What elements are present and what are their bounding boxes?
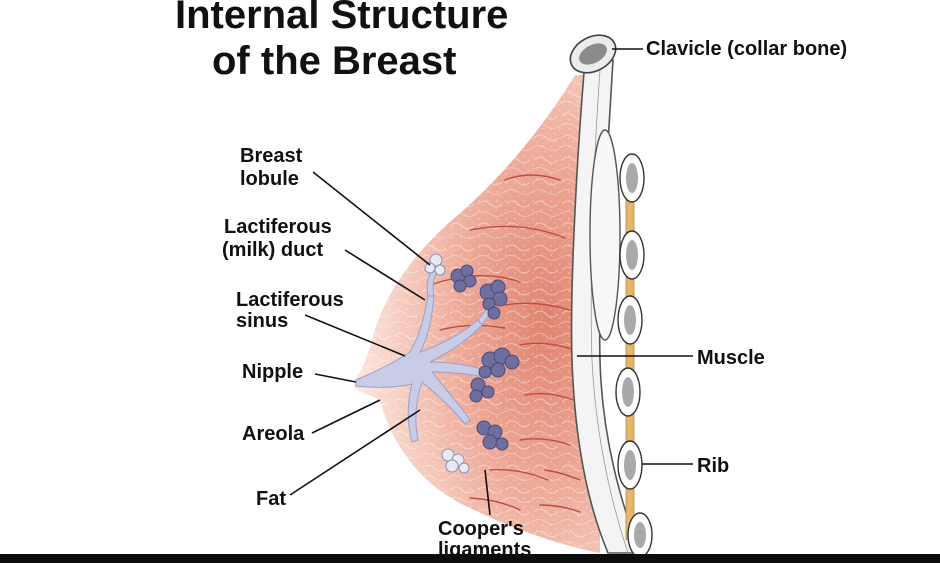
title-line-1: Internal Structure [175,0,509,37]
label-muscle: Muscle [697,347,765,369]
leader-lactiferous-sinus [304,314,406,357]
label-rib: Rib [697,455,730,477]
label-areola: Areola [242,423,305,445]
coopers-ligament-lines [429,174,581,513]
lobule-cluster [469,377,495,403]
label-fat: Fat [256,488,286,510]
label-lactiferous-sinus-line2: sinus [236,310,289,332]
rib [619,230,645,280]
rib [617,440,643,490]
lobule-cluster [479,279,508,320]
label-lactiferous-sinus-line1: Lactiferous [236,289,344,311]
rib [615,367,641,417]
leader-fat [289,409,421,496]
label-clavicle: Clavicle (collar bone) [646,38,848,60]
label-breast-lobule-line2: lobule [240,168,299,190]
label-coopers-line1: Cooper's [438,518,524,540]
leader-nipple [314,373,357,383]
breast-lobules [450,264,520,451]
ribs [615,153,653,558]
rib [617,295,643,345]
leader-lines [289,48,693,516]
bottom-bar [0,554,940,563]
lobule-cluster [450,264,477,293]
leader-areola [311,399,381,434]
rib [627,512,653,558]
rib [619,153,645,203]
clavicle-bone [569,34,617,74]
label-lactiferous-duct-line2: (milk) duct [222,239,324,261]
lobule-cluster [478,347,520,379]
lobule-cluster [476,420,509,451]
leader-lactiferous-duct [344,249,426,301]
lobule-light-top [424,253,446,276]
label-nipple: Nipple [242,361,304,383]
title-line-2: of the Breast [212,39,457,83]
pectoral-muscle-oval [589,129,621,341]
leader-coopers [484,469,491,516]
leader-breast-lobule [312,171,431,266]
label-breast-lobule-line1: Breast [240,145,303,167]
label-lactiferous-duct-line1: Lactiferous [224,216,332,238]
lobule-light-bottom [441,448,470,474]
